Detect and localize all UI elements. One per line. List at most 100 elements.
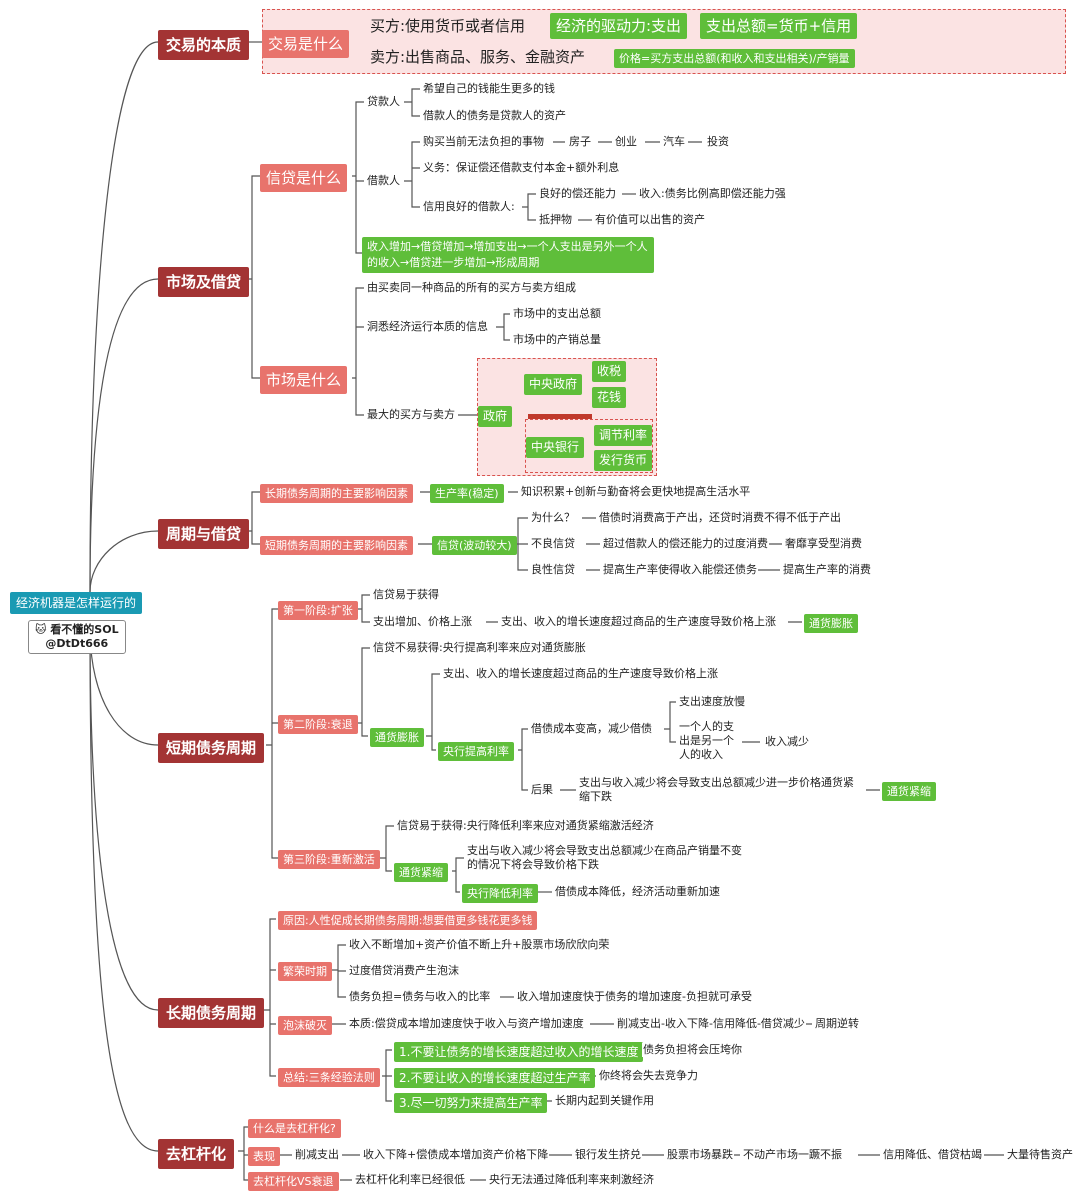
node-buy-car[interactable]: 汽车: [662, 135, 686, 149]
node-cost-c[interactable]: 收入减少: [764, 735, 810, 749]
node-lower-rate[interactable]: 央行降低利率: [462, 884, 538, 903]
node-burst-1[interactable]: 本质:偿贷成本增加速度快于收入与资产增加速度: [348, 1017, 585, 1031]
node-result[interactable]: 后果: [530, 783, 554, 797]
node-long-cause[interactable]: 原因:人性促成长期债务周期:想要借更多钱花更多钱: [278, 911, 538, 930]
node-spend[interactable]: 花钱: [592, 387, 627, 408]
node-lender-2[interactable]: 借款人的债务是贷款人的资产: [422, 109, 567, 123]
node-rule-1[interactable]: 1.不要让债务的增长速度超过收入的增长速度: [394, 1042, 644, 1062]
node-rule-1a[interactable]: 债务负担将会压垮你: [642, 1043, 743, 1057]
node-bad-credit[interactable]: 不良信贷: [530, 537, 576, 551]
node-market-2a[interactable]: 市场中的支出总额: [512, 307, 602, 321]
node-collateral-detail[interactable]: 有价值可以出售的资产: [594, 213, 706, 227]
node-duty[interactable]: 义务：保证偿还借款支付本金+额外利息: [422, 161, 621, 175]
node-stage1[interactable]: 第一阶段:扩张: [278, 601, 358, 620]
node-vs-1[interactable]: 去杠杆化利率已经很低: [354, 1173, 466, 1187]
node-spending-total[interactable]: 支出总额=货币+信用: [700, 13, 858, 39]
node-result-detail[interactable]: 支出与收入减少将会导致支出总额减少进一步价格通货紧 缩下跌: [578, 776, 855, 804]
topic-trade-nature[interactable]: 交易的本质: [158, 30, 250, 60]
node-buy-house[interactable]: 房子: [568, 135, 592, 149]
node-buy[interactable]: 购买当前无法负担的事物: [422, 135, 545, 149]
node-productivity[interactable]: 生产率(稳定): [430, 484, 504, 503]
node-market-2b[interactable]: 市场中的产销总量: [512, 333, 602, 347]
node-stage3[interactable]: 第三阶段:重新激活: [278, 850, 380, 869]
node-central-bank[interactable]: 中央银行: [526, 437, 585, 458]
node-economic-driver[interactable]: 经济的驱动力:支出: [550, 13, 688, 39]
node-stage3-a[interactable]: 信贷易于获得:央行降低利率来应对通货紧缩激活经济: [396, 819, 655, 833]
node-long-factor[interactable]: 长期债务周期的主要影响因素: [260, 484, 413, 503]
node-repay-detail[interactable]: 收入:债务比例高即偿还能力强: [638, 187, 787, 201]
node-show-3[interactable]: 银行发生挤兑: [574, 1148, 642, 1162]
node-stage2[interactable]: 第二阶段:衰退: [278, 715, 358, 734]
node-stage3-b[interactable]: 支出与收入减少将会导致支出总额减少在商品产销量不变 的情况下将会导致价格下跌: [466, 844, 743, 872]
node-burst[interactable]: 泡沫破灭: [278, 1016, 332, 1035]
node-cost-a[interactable]: 支出速度放慢: [678, 695, 746, 709]
node-why[interactable]: 为什么？: [530, 511, 576, 525]
node-show-4[interactable]: 股票市场暴跌: [666, 1148, 734, 1162]
node-seller[interactable]: 卖方:出售商品、服务、金融资产: [370, 48, 586, 66]
node-boom-2[interactable]: 过度借贷消费产生泡沫: [348, 964, 460, 978]
node-rule-2[interactable]: 2.不要让收入的增长速度超过生产率: [394, 1068, 596, 1088]
node-deflation-2[interactable]: 通货紧缩: [394, 863, 448, 882]
node-stage1-b-detail[interactable]: 支出、收入的增长速度超过商品的生产速度导致价格上涨: [500, 615, 777, 629]
node-boom-3a[interactable]: 收入增加速度快于债务的增加速度-负担就可承受: [516, 990, 753, 1004]
node-buyer[interactable]: 买方:使用货币或者信用: [370, 17, 526, 35]
node-good-credit-2[interactable]: 提高生产率的消费: [782, 563, 872, 577]
node-buy-invest[interactable]: 投资: [706, 135, 730, 149]
topic-cycle-credit[interactable]: 周期与借贷: [158, 519, 250, 549]
node-cost-up[interactable]: 借债成本变高，减少借债: [530, 722, 653, 736]
node-show-5[interactable]: 不动产市场一蹶不振: [742, 1148, 843, 1162]
node-boom-3[interactable]: 债务负担=债务与收入的比率: [348, 990, 492, 1004]
node-what-is-market[interactable]: 市场是什么: [260, 366, 348, 394]
node-issue-currency[interactable]: 发行货币: [594, 450, 653, 471]
node-show-7[interactable]: 大量待售资产: [1006, 1148, 1074, 1162]
node-what-is-trade[interactable]: 交易是什么: [262, 30, 350, 58]
node-boom-1[interactable]: 收入不断增加+资产价值不断上升+股票市场欣欣向荣: [348, 938, 611, 952]
node-burst-2[interactable]: 削减支出-收入下降-信用降低-借贷减少: [616, 1017, 806, 1031]
root-title[interactable]: 经济机器是怎样运行的: [10, 592, 143, 614]
node-market-2[interactable]: 洞悉经济运行本质的信息: [366, 320, 489, 334]
node-short-factor[interactable]: 短期债务周期的主要影响因素: [260, 536, 413, 555]
node-rule-3[interactable]: 3.尽一切努力来提高生产率: [394, 1093, 548, 1113]
node-deflation-1[interactable]: 通货紧缩: [882, 782, 936, 801]
node-lender-1[interactable]: 希望自己的钱能生更多的钱: [422, 82, 556, 96]
node-buy-startup[interactable]: 创业: [614, 135, 638, 149]
node-show-1[interactable]: 削减支出: [294, 1148, 340, 1162]
node-price-formula[interactable]: 价格=买方支出总额(和收入和支出相关)/产销量: [614, 49, 855, 68]
node-adjust-rate[interactable]: 调节利率: [594, 425, 653, 446]
node-rule-2a[interactable]: 你终将会失去竞争力: [598, 1069, 699, 1083]
node-credit-volatile[interactable]: 信贷(波动较大): [432, 536, 517, 555]
node-cost-b[interactable]: 一个人的支 出是另一个 人的收入: [678, 720, 735, 762]
node-central-government[interactable]: 中央政府: [524, 374, 583, 395]
node-inflation-1[interactable]: 通货膨胀: [804, 614, 858, 633]
node-show[interactable]: 表现: [248, 1147, 280, 1166]
node-vs-recession[interactable]: 去杠杆化VS衰退: [248, 1172, 339, 1191]
node-show-6[interactable]: 信用降低、借贷枯竭: [882, 1148, 983, 1162]
node-vs-2[interactable]: 央行无法通过降低利率来刺激经济: [488, 1173, 655, 1187]
node-summary[interactable]: 总结:三条经验法则: [278, 1068, 380, 1087]
node-lower-rate-detail[interactable]: 借债成本降低，经济活动重新加速: [554, 885, 721, 899]
node-rule-3a[interactable]: 长期内起到关键作用: [554, 1094, 655, 1108]
node-collateral[interactable]: 抵押物: [538, 213, 573, 227]
node-stage2-a[interactable]: 信贷不易获得:央行提高利率来应对通货膨胀: [372, 641, 587, 655]
node-good-credit-1[interactable]: 提高生产率使得收入能偿还债务: [602, 563, 758, 577]
node-market-3[interactable]: 最大的买方与卖方: [366, 408, 456, 422]
node-tax[interactable]: 收税: [592, 361, 627, 382]
node-boom[interactable]: 繁荣时期: [278, 962, 332, 981]
topic-deleverage[interactable]: 去杠杆化: [158, 1139, 235, 1169]
node-what-is-credit[interactable]: 信贷是什么: [260, 164, 348, 192]
node-credit-cycle[interactable]: 收入增加→借贷增加→增加支出→一个人支出是另外一个人的收入→借贷进一步增加→形成…: [362, 237, 654, 273]
node-good-credit[interactable]: 良性信贷: [530, 563, 576, 577]
node-why-detail[interactable]: 借债时消费高于产出，还贷时消费不得不低于产出: [598, 511, 842, 525]
node-raise-rate[interactable]: 央行提高利率: [438, 742, 514, 761]
node-what-deleverage[interactable]: 什么是去杠杆化?: [248, 1119, 341, 1138]
node-repay[interactable]: 良好的偿还能力: [538, 187, 617, 201]
node-bad-credit-2[interactable]: 奢靡享受型消费: [784, 537, 863, 551]
topic-long-cycle[interactable]: 长期债务周期: [158, 998, 265, 1028]
node-good-borrower[interactable]: 信用良好的借款人:: [422, 200, 516, 214]
node-borrower[interactable]: 借款人: [366, 174, 401, 188]
node-lender[interactable]: 贷款人: [366, 95, 401, 109]
topic-market-credit[interactable]: 市场及借贷: [158, 267, 250, 297]
node-stage2-b[interactable]: 支出、收入的增长速度超过商品的生产速度导致价格上涨: [442, 667, 719, 681]
topic-short-cycle[interactable]: 短期债务周期: [158, 733, 265, 763]
node-government[interactable]: 政府: [478, 406, 513, 427]
